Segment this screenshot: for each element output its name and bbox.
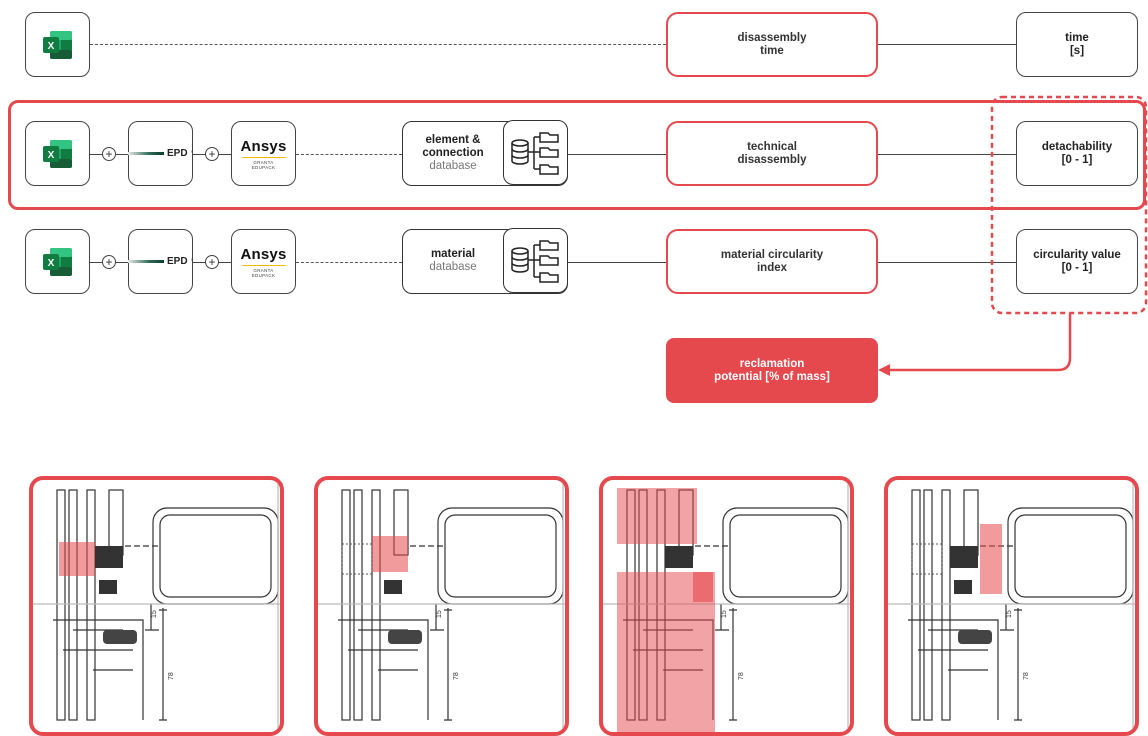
database-icon-box <box>503 228 568 293</box>
svg-text:15: 15 <box>1006 610 1013 618</box>
window-section-drawing: 15 78 <box>888 480 1135 732</box>
section-drawing-panel-1: 15 78 <box>29 476 284 736</box>
epd-logo-box: EPD° <box>128 229 193 294</box>
output-combine-connector <box>878 95 1148 376</box>
plus-icon: + <box>102 255 116 269</box>
element-connection-database: element & connection database <box>402 120 568 186</box>
svg-text:78: 78 <box>168 672 175 680</box>
database-label: material database <box>429 248 477 273</box>
excel-icon: X <box>42 30 72 59</box>
svg-text:15: 15 <box>721 610 728 618</box>
ansys-logo: Ansys GRANTA EDUPACK <box>240 245 287 278</box>
detachability-output-box: detachability [0 - 1] <box>1016 121 1138 186</box>
svg-text:15: 15 <box>436 610 443 618</box>
ansys-logo-box: Ansys GRANTA EDUPACK <box>231 229 296 294</box>
ansys-logo-box: Ansys GRANTA EDUPACK <box>231 121 296 186</box>
excel-icon-box: X <box>25 121 90 186</box>
connector-dashed <box>90 44 666 45</box>
window-section-drawing: 15 78 <box>318 480 565 732</box>
database-tree-icon <box>510 131 559 175</box>
svg-text:78: 78 <box>1023 672 1030 680</box>
connector-line <box>878 154 1016 155</box>
connector-line <box>568 154 666 155</box>
ansys-logo: Ansys GRANTA EDUPACK <box>240 137 287 170</box>
database-tree-icon <box>510 239 559 283</box>
epd-logo-box: EPD° <box>128 121 193 186</box>
svg-text:X: X <box>47 258 54 269</box>
excel-icon-box: X <box>25 229 90 294</box>
excel-icon-box: X <box>25 12 90 77</box>
excel-icon: X <box>42 139 72 168</box>
database-label: element & connection database <box>422 133 484 172</box>
connector-line <box>878 262 1016 263</box>
circularity-output-box: circularity value [0 - 1] <box>1016 229 1138 294</box>
tech-row-highlight-frame <box>8 100 1146 210</box>
section-drawing-panel-4: 15 78 <box>884 476 1139 736</box>
material-circularity-box: material circularity index <box>666 229 878 294</box>
svg-text:78: 78 <box>453 672 460 680</box>
plus-icon: + <box>102 147 116 161</box>
svg-text:X: X <box>47 41 54 52</box>
section-drawing-panel-2: 15 78 <box>314 476 569 736</box>
svg-text:78: 78 <box>738 672 745 680</box>
excel-icon: X <box>42 247 72 276</box>
plus-icon: + <box>205 147 219 161</box>
reclamation-potential-box: reclamation potential [% of mass] <box>666 338 878 403</box>
time-output-box: time [s] <box>1016 12 1138 77</box>
connector-dashed <box>296 262 402 263</box>
material-database: material database <box>402 228 568 294</box>
svg-text:15: 15 <box>151 610 158 618</box>
disassembly-time-box: disassembly time <box>666 12 878 77</box>
window-section-drawing: 15 78 <box>33 480 280 732</box>
technical-disassembly-box: technical disassembly <box>666 121 878 186</box>
connector-line <box>568 262 666 263</box>
svg-text:X: X <box>47 150 54 161</box>
window-section-drawing: 15 78 <box>603 480 850 732</box>
epd-logo: EPD° <box>128 148 193 159</box>
connector-line <box>878 44 1016 45</box>
database-icon-box <box>503 120 568 185</box>
epd-logo: EPD° <box>128 256 193 267</box>
connector-dashed <box>296 154 402 155</box>
plus-icon: + <box>205 255 219 269</box>
section-drawing-panel-3: 15 78 <box>599 476 854 736</box>
